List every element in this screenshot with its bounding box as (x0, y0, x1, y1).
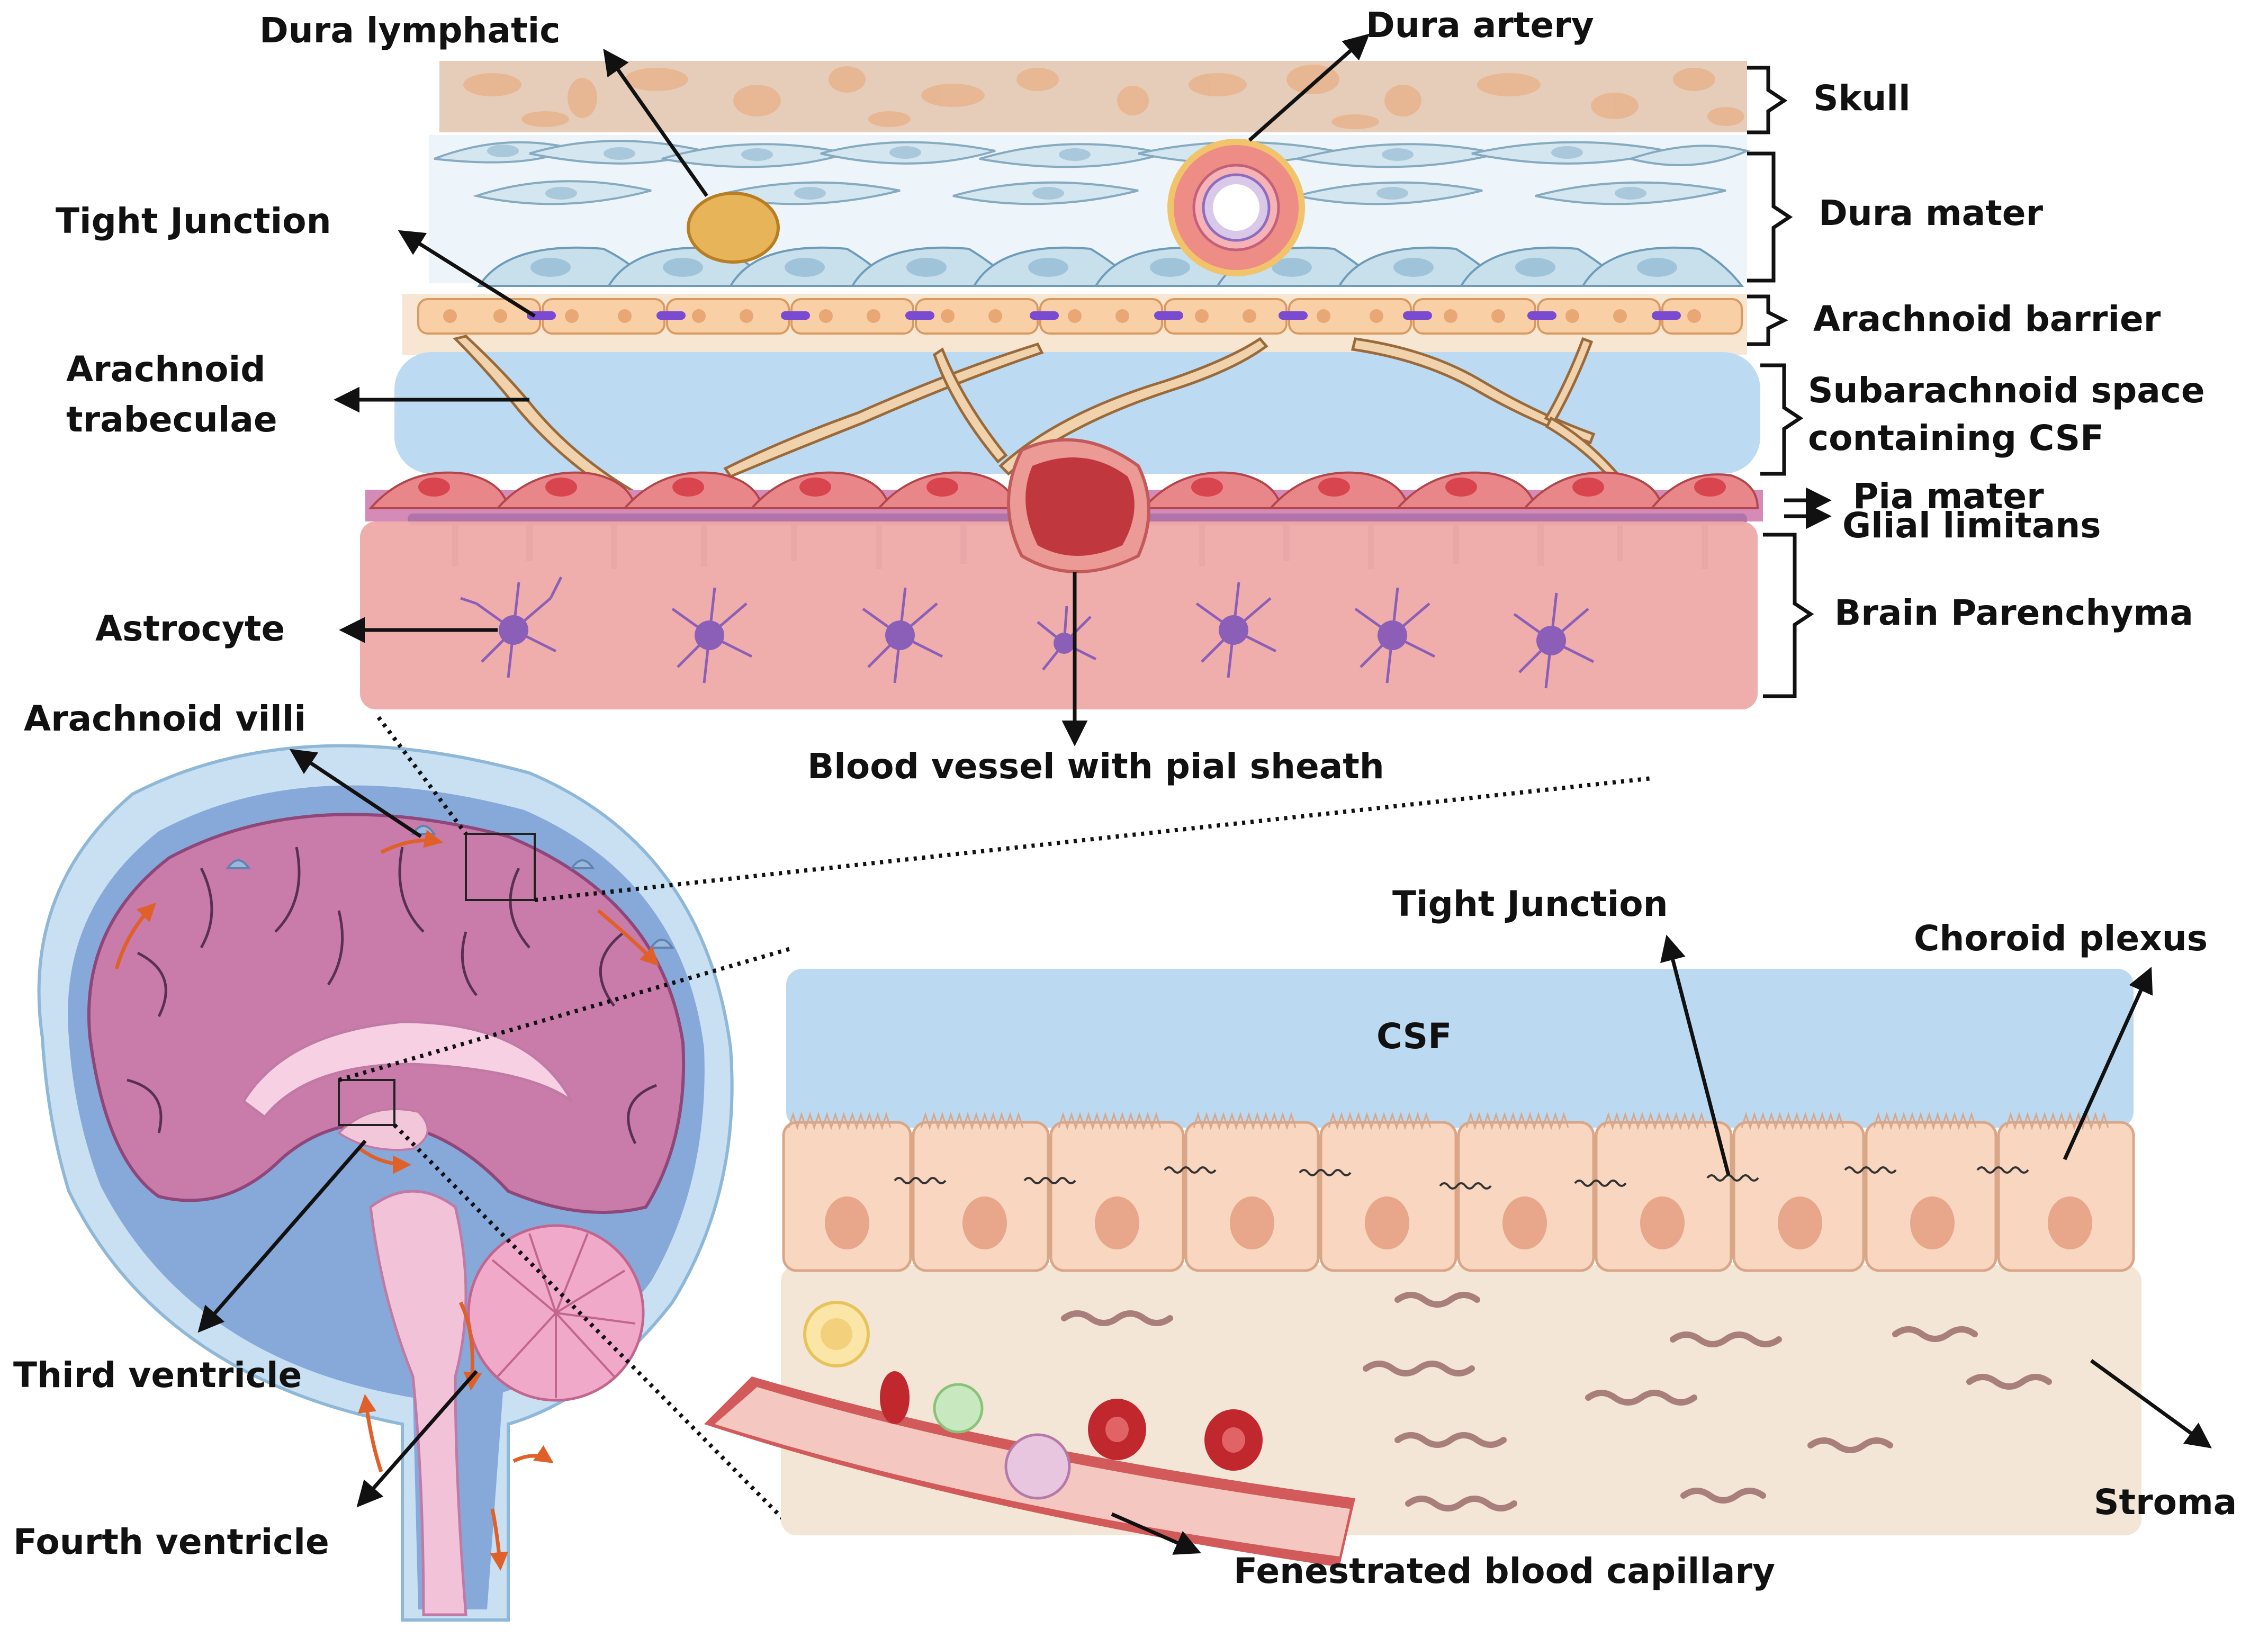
label-arachnoid-barrier: Arachnoid barrier (1813, 299, 2161, 339)
zoom-lines (338, 716, 1652, 1521)
brain-sagittal (37, 744, 734, 1622)
label-choroid-plexus: Choroid plexus (1914, 918, 2208, 959)
label-dura-artery: Dura artery (1366, 5, 1594, 46)
label-csf: CSF (1376, 1016, 1452, 1057)
subarachnoid-space (394, 335, 1760, 502)
label-tight-junction-top: Tight Junction (56, 201, 331, 241)
label-arachnoid-trabeculae-1: Arachnoid (66, 349, 265, 390)
skull-layer (439, 61, 1747, 132)
dura-layer (429, 135, 1751, 287)
label-third-ventricle: Third ventricle (13, 1355, 302, 1396)
zoom-box-choroid (338, 1079, 395, 1126)
label-skull: Skull (1813, 78, 1911, 119)
label-astrocyte: Astrocyte (95, 608, 285, 649)
label-pia-mater: Pia mater (1853, 476, 2044, 517)
fenestrated-capillary-vessel (704, 1301, 1355, 1567)
dura-lymphatic-vessel (687, 192, 780, 264)
label-dura-mater: Dura mater (1819, 193, 2043, 233)
label-fenestrated-capillary: Fenestrated blood capillary (1234, 1551, 1775, 1591)
label-brain-parenchyma: Brain Parenchyma (1834, 592, 2193, 633)
label-fourth-ventricle: Fourth ventricle (13, 1522, 329, 1562)
label-blood-vessel: Blood vessel with pial sheath (807, 746, 1384, 787)
pointer-arrows (197, 33, 2212, 1555)
label-glial-limitans: Glial limitans (1842, 505, 2101, 546)
labels: Dura lymphatic Dura artery Skull Dura ma… (13, 5, 2237, 1591)
brackets (1747, 66, 1814, 698)
dura-artery-vessel (1167, 139, 1305, 276)
label-subarachnoid-2: containing CSF (1808, 418, 2104, 458)
label-subarachnoid-1: Subarachnoid space (1808, 370, 2205, 411)
zoom-box-meninges (465, 833, 536, 901)
label-arachnoid-trabeculae-2: trabeculae (66, 399, 277, 440)
choroid-plexus-panel (704, 969, 2141, 1567)
label-dura-lymphatic: Dura lymphatic (259, 10, 560, 51)
brain-parenchyma-layer (360, 521, 1758, 709)
label-stroma: Stroma (2094, 1482, 2237, 1523)
label-arachnoid-villi: Arachnoid villi (24, 698, 306, 739)
pial-blood-vessel (1007, 438, 1150, 573)
label-tight-junction-bottom: Tight Junction (1392, 884, 1668, 924)
arachnoid-barrier-layer (402, 294, 1747, 355)
